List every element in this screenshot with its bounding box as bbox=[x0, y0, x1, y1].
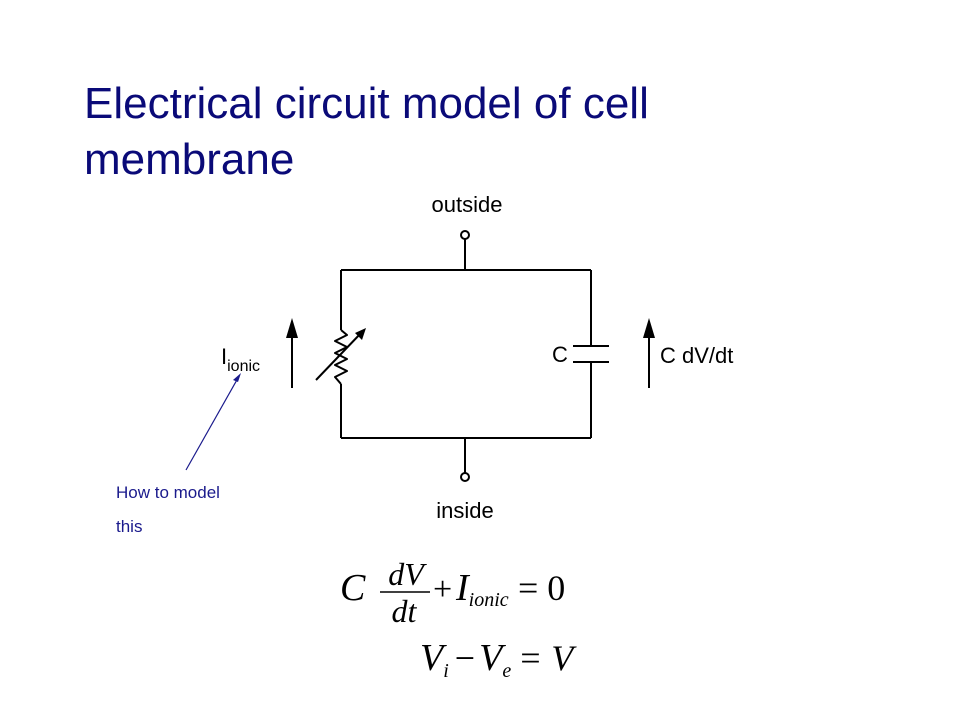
annotation-line1: How to model bbox=[116, 483, 220, 502]
ionic-current-main: I bbox=[221, 344, 227, 369]
eq1-current-sub: ionic bbox=[469, 589, 509, 611]
eq2-v1: V bbox=[420, 637, 447, 679]
annotation-line2: this bbox=[116, 517, 142, 536]
annotation-pointer-line bbox=[185, 377, 239, 471]
slide-title: Electrical circuit model of cell membran… bbox=[84, 76, 884, 188]
ionic-current-arrow-head bbox=[286, 318, 298, 338]
eq1-current: Iionic bbox=[455, 567, 509, 611]
variable-resistor bbox=[334, 329, 348, 385]
eq2-v1-sub: i bbox=[443, 660, 449, 682]
slide-title-line1: Electrical circuit model of cell bbox=[84, 79, 649, 128]
eq1-numerator: dV bbox=[388, 556, 427, 592]
inside-label: inside bbox=[436, 498, 493, 523]
outside-label: outside bbox=[432, 192, 503, 217]
slide-title-line2: membrane bbox=[84, 135, 295, 184]
eq2-v2: V bbox=[479, 637, 506, 679]
capacitor-label: C bbox=[552, 342, 568, 367]
eq2-v2-sub: e bbox=[502, 660, 511, 682]
eq1-equals-zero: = 0 bbox=[518, 568, 565, 608]
ionic-current-label: Iionic bbox=[221, 344, 260, 375]
capacitive-current-arrow-head bbox=[643, 318, 655, 338]
eq2-minus: − bbox=[455, 638, 475, 678]
eq1-current-main: I bbox=[455, 567, 471, 609]
eq1-c: C bbox=[340, 567, 366, 609]
equation-2: Vi−Ve = V bbox=[420, 637, 577, 682]
eq2-lhs: Vi−Ve bbox=[420, 637, 511, 682]
equation-1: C dV dt + Iionic = 0 bbox=[340, 556, 565, 629]
eq2-equals-v: = V bbox=[518, 638, 577, 678]
eq1-denominator: dt bbox=[392, 593, 418, 629]
eq1-plus: + bbox=[433, 571, 452, 608]
annotation-pointer-head bbox=[233, 373, 241, 382]
capacitive-current-label: C dV/dt bbox=[660, 343, 733, 368]
inside-terminal bbox=[460, 472, 470, 482]
variable-resistor-arrow-shaft bbox=[315, 331, 363, 381]
variable-resistor-arrow-head bbox=[355, 328, 366, 340]
ionic-current-sub: ionic bbox=[227, 358, 260, 375]
outside-terminal bbox=[460, 230, 470, 240]
